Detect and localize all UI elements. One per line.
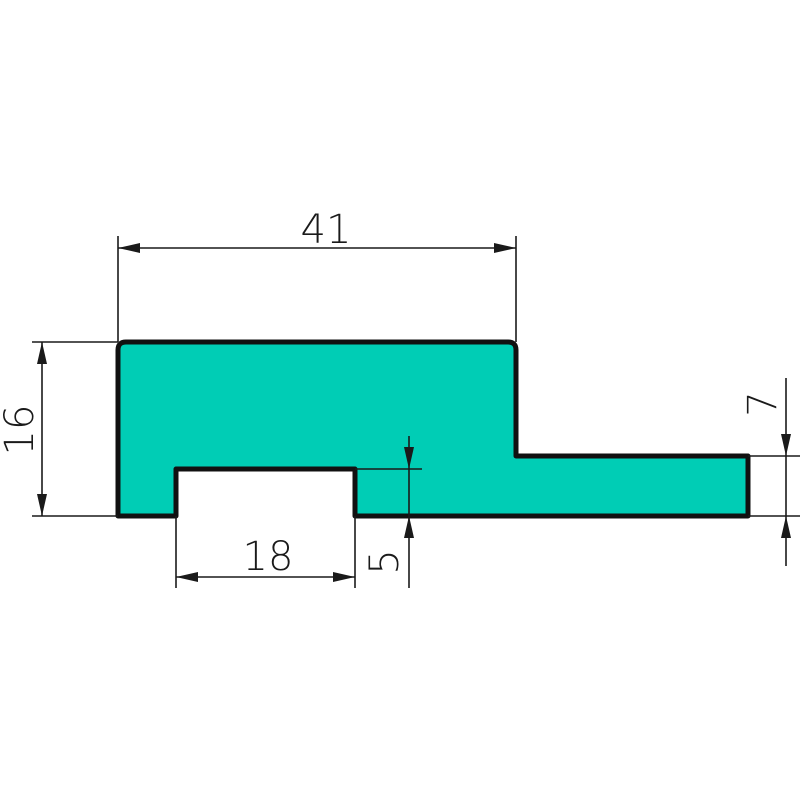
dimension-groove-width: 18 — [175, 516, 356, 588]
arrowhead-top — [37, 342, 47, 364]
dimension-lip-thickness: 7 — [740, 378, 800, 566]
arrowhead-top — [781, 434, 791, 456]
dimension-overall-width: 41 — [117, 207, 517, 342]
arrowhead-bottom — [781, 516, 791, 538]
arrowhead-left — [176, 572, 198, 582]
arrowhead-right — [333, 572, 355, 582]
dimension-height: 16 — [0, 341, 118, 517]
lip-thickness-label: 7 — [740, 391, 786, 416]
arrowhead-left — [118, 243, 140, 253]
groove-depth-label: 5 — [362, 549, 408, 574]
profile-cross-section — [115, 339, 751, 519]
dimension-groove-depth: 5 — [355, 436, 422, 588]
overall-width-label: 41 — [301, 207, 352, 253]
arrowhead-top — [404, 447, 414, 469]
groove-width-label: 18 — [243, 534, 294, 580]
arrowhead-bottom — [37, 494, 47, 516]
height-label: 16 — [0, 405, 43, 456]
arrowhead-bottom — [404, 516, 414, 538]
arrowhead-right — [494, 243, 516, 253]
